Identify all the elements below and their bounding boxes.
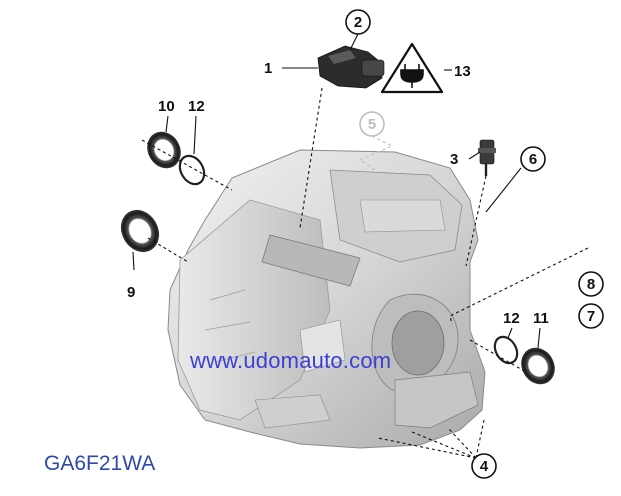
shaft-seal-left-lower	[120, 209, 160, 253]
callout-12-right: 12	[503, 310, 520, 327]
callout-5-label: 5	[368, 116, 376, 133]
callout-1: 1	[264, 60, 272, 77]
callout-10: 10	[158, 98, 175, 115]
shaft-seal-right	[521, 347, 555, 385]
electrical-warning-icon	[380, 42, 444, 94]
transmission-housing	[167, 149, 486, 449]
callout-10-label: 10	[158, 98, 175, 115]
callout-3-label: 3	[450, 151, 458, 168]
o-ring-right	[493, 335, 519, 365]
callout-13: 13	[454, 63, 471, 80]
callout-8-label: 8	[587, 276, 595, 293]
model-code-label: GA6F21WA	[44, 452, 156, 475]
callout-4: 4	[471, 453, 497, 479]
callout-9: 9	[127, 284, 135, 301]
callout-6: 6	[520, 146, 546, 172]
callout-7-label: 7	[587, 308, 595, 325]
callout-12-right-label: 12	[503, 310, 520, 327]
callout-3: 3	[450, 151, 458, 168]
callout-9-label: 9	[127, 284, 135, 301]
watermark-text: www.udomauto.com	[190, 348, 392, 373]
speed-sensor-part	[478, 139, 496, 176]
callout-6-label: 6	[529, 151, 537, 168]
callout-8: 8	[578, 271, 604, 297]
callout-12-left: 12	[188, 98, 205, 115]
callout-12-left-label: 12	[188, 98, 205, 115]
callout-2-label: 2	[354, 14, 362, 31]
leader-lines	[132, 33, 589, 459]
callout-1-label: 1	[264, 60, 272, 77]
shaft-seal-left-upper	[147, 131, 181, 169]
callout-11-label: 11	[533, 310, 549, 327]
callout-11: 11	[533, 310, 549, 327]
callout-2: 2	[345, 9, 371, 35]
o-ring-left	[178, 154, 206, 186]
callout-4-label: 4	[480, 458, 489, 475]
callout-7: 7	[578, 303, 604, 329]
position-sensor-part	[317, 45, 385, 89]
callout-5: 5	[359, 111, 385, 137]
callout-13-label: 13	[454, 63, 471, 80]
